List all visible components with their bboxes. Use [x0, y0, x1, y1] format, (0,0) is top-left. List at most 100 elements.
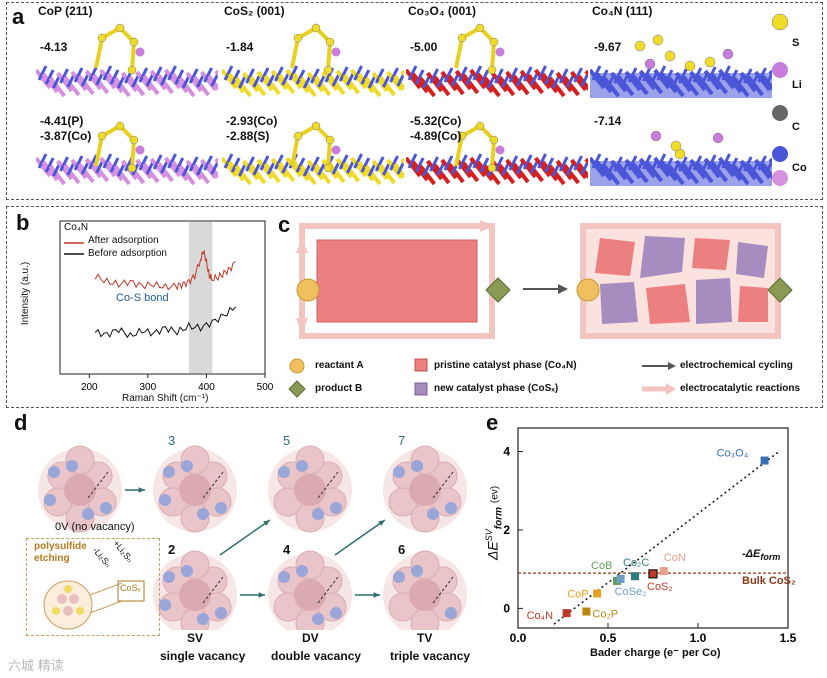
panel-a-label: a: [12, 4, 25, 29]
material-point: [648, 569, 658, 579]
legend-reactant-a: reactant A: [315, 360, 364, 371]
pristine-phase-block: [316, 239, 478, 323]
adsorption-structure-tile: [36, 106, 218, 186]
co-s-bond-annotation: Co-S bond: [116, 292, 169, 304]
step-4: 4: [283, 542, 291, 557]
step-arrow-icon: [373, 592, 380, 598]
adsorption-structure-tile: [406, 18, 588, 98]
adsorption-energy: -4.13: [40, 40, 68, 54]
material-point: [616, 574, 625, 583]
vacancy-cluster: [268, 550, 352, 630]
inset-title: polysulfide etching: [34, 541, 87, 564]
facet-title: Co₃O₄ (001): [408, 4, 476, 18]
carbon-atom-icon: [772, 105, 788, 121]
sulfur-atom-icon: [771, 13, 789, 31]
legend-li: Li: [792, 79, 802, 91]
polysulfide-inset: [26, 538, 160, 636]
e-ytick: 0: [503, 601, 510, 615]
material-point: [659, 567, 668, 576]
step-arrow-icon: [258, 592, 265, 598]
e-ytick: 2: [503, 523, 510, 537]
adsorption-energy: -5.00: [410, 40, 438, 54]
facet-title: CoP (211): [38, 4, 93, 18]
material-label: Co₃O₄: [717, 448, 749, 460]
material-label: Co₂P: [592, 609, 618, 621]
material-point: [593, 589, 602, 598]
material-point: [562, 609, 571, 618]
adsorption-energy: -7.14: [594, 114, 622, 128]
legend-electrocatalytic-reactions: electrocatalytic reactions: [680, 383, 801, 394]
cobalt-pink-atom-icon: [772, 170, 788, 186]
adsorption-structure-tile: [36, 18, 218, 98]
material-point: [631, 572, 639, 581]
raman-xlabel: Raman Shift (cm⁻¹): [122, 393, 209, 404]
catalyst-evolution-diagram: [296, 220, 793, 339]
panel-a-frame: [6, 2, 823, 200]
cobalt-atom-icon: [772, 146, 788, 162]
cycling-arrow-icon: [558, 284, 568, 294]
raman-xtick: 400: [198, 382, 215, 393]
e-xtick: 1.5: [780, 631, 797, 645]
sv-long: single vacancy: [160, 649, 246, 663]
legend-co: Co: [792, 162, 807, 174]
raman-sample-label: Co₄N: [64, 222, 89, 233]
dv-long: double vacancy: [271, 649, 362, 663]
adsorption-structure-tile: [590, 18, 772, 98]
panel-e-label: e: [486, 410, 499, 435]
legend-after-adsorption: After adsorption: [88, 235, 159, 246]
adsorption-structure-tile: [222, 18, 404, 98]
watermark: 六城 精读: [8, 658, 64, 673]
bulk-cos2-label: Bulk CoS₂: [742, 575, 796, 587]
step-5: 5: [283, 433, 291, 448]
legend-product-b: product B: [315, 383, 363, 394]
legend-pristine-phase: pristine catalyst phase (Co₄N): [434, 360, 577, 371]
fit-line: [553, 450, 780, 625]
material-label: CoB: [591, 560, 612, 572]
legend-before-adsorption: Before adsorption: [88, 248, 167, 259]
adsorption-energy: -2.93(Co) -2.88(S): [226, 114, 278, 143]
adsorption-energy: -9.67: [594, 40, 622, 54]
zero-vacancy-label: 0V (no vacancy): [55, 521, 135, 533]
facet-title: Co₄N (111): [592, 4, 653, 18]
material-label: CoSe₂: [615, 586, 647, 598]
step-arrow-icon: [138, 487, 145, 493]
panel-b-label: b: [16, 210, 30, 235]
adsorption-structure-tile: [590, 106, 772, 186]
sv-label: SV: [187, 631, 204, 645]
raman-ylabel: Intensity (a.u.): [20, 261, 32, 326]
raman-series-line: [94, 250, 236, 291]
raman-series-line: [94, 306, 237, 339]
raman-xtick: 200: [81, 382, 98, 393]
adsorption-structure-tile: [406, 106, 588, 186]
e-ytick: 4: [503, 445, 510, 459]
raman-xtick: 300: [140, 382, 157, 393]
reactant-a-icon: [296, 278, 320, 302]
step-2: 2: [168, 542, 176, 557]
panel-bc-frame: [6, 206, 823, 408]
e-xlabel: Bader charge (e⁻ per Co): [590, 647, 721, 659]
step-6: 6: [398, 542, 406, 557]
e-xtick: 0.0: [510, 631, 527, 645]
vacancy-cluster: [268, 445, 352, 533]
legend-electrochemical-cycling: electrochemical cycling: [680, 360, 793, 371]
material-label: Co₂C: [623, 557, 649, 569]
step-arrow-icon: [378, 520, 385, 526]
panel-c-label: c: [278, 212, 291, 237]
vacancy-cluster: [38, 445, 122, 533]
adsorption-energy: -4.41(P) -3.87(Co): [40, 114, 92, 143]
dv-label: DV: [302, 631, 319, 645]
vacancy-cluster: [153, 550, 237, 630]
vacancy-cluster: [383, 445, 467, 533]
lithium-atom-icon: [772, 62, 788, 78]
material-label: CoN: [664, 552, 686, 564]
adsorption-energy: -1.84: [226, 40, 254, 54]
facet-title: CoS₂ (001): [224, 4, 285, 18]
inset-cosx: CoSₓ: [120, 583, 141, 593]
co-s-band: [188, 222, 213, 373]
step-arrow-icon: [263, 520, 270, 526]
material-label: CoP: [567, 588, 588, 600]
step-7: 7: [398, 433, 406, 448]
e-xtick: 0.5: [600, 631, 617, 645]
legend-new-phase: new catalyst phase (CoSₓ): [434, 383, 559, 394]
